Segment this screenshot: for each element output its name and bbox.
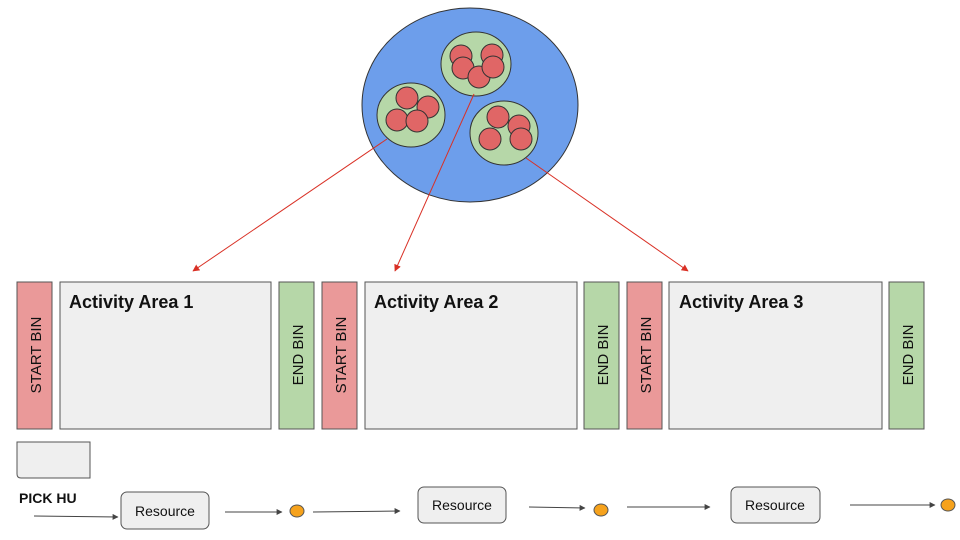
resource-box [417, 486, 507, 524]
activity-area-group-3: START BIN Activity Area 3 END BIN [626, 281, 925, 430]
start-bin-label: START BIN [28, 317, 45, 394]
resource-node-3: Resource [730, 486, 821, 524]
activity-area [59, 281, 272, 430]
arrow-to-area-3 [525, 157, 689, 272]
end-bin-label: END BIN [290, 325, 307, 386]
resource-node-1: Resource [120, 491, 210, 530]
end-bin [278, 281, 315, 430]
end-bin [888, 281, 925, 430]
activity-area [668, 281, 883, 430]
resource-label: Resource [135, 503, 195, 519]
end-bin-label: END BIN [595, 325, 612, 386]
item-circle [486, 105, 510, 129]
item-circle [478, 127, 502, 151]
flow-arrow [33, 513, 119, 520]
start-bin-label: START BIN [638, 317, 655, 394]
activity-area-title: Activity Area 2 [374, 292, 498, 312]
item-circle [385, 108, 409, 132]
start-bin [626, 281, 663, 430]
token-dot [593, 503, 609, 517]
arrow-to-area-1 [192, 138, 388, 272]
flow-arrow [528, 504, 586, 511]
activity-area-group-2: START BIN Activity Area 2 END BIN [321, 281, 620, 430]
activity-area-title: Activity Area 3 [679, 292, 803, 312]
pick-hu-label: PICK HU [19, 490, 77, 506]
item-group-right [469, 100, 539, 166]
token-dot [289, 504, 305, 518]
item-group-top [440, 31, 512, 97]
start-bin [16, 281, 53, 430]
resource-label: Resource [432, 497, 492, 513]
activity-area-title: Activity Area 1 [69, 292, 193, 312]
activity-area-group-1: START BIN Activity Area 1 END BIN [16, 281, 315, 430]
item-circle [509, 127, 533, 151]
resource-node-2: Resource [417, 486, 507, 524]
start-bin-label: START BIN [333, 317, 350, 394]
resource-label: Resource [745, 497, 805, 513]
resource-box [120, 491, 210, 530]
item-circle [405, 109, 429, 133]
pick-hu-box [16, 441, 91, 479]
token-dot [940, 498, 956, 512]
arrow-to-area-2 [394, 93, 475, 272]
flow-arrow [312, 508, 401, 515]
end-bin [583, 281, 620, 430]
resource-box [730, 486, 821, 524]
item-group-left [376, 82, 446, 148]
activity-area [364, 281, 578, 430]
start-bin [321, 281, 358, 430]
end-bin-label: END BIN [900, 325, 917, 386]
item-circle [395, 86, 419, 110]
handling-unit-cluster [361, 7, 579, 203]
item-circle [481, 55, 505, 79]
